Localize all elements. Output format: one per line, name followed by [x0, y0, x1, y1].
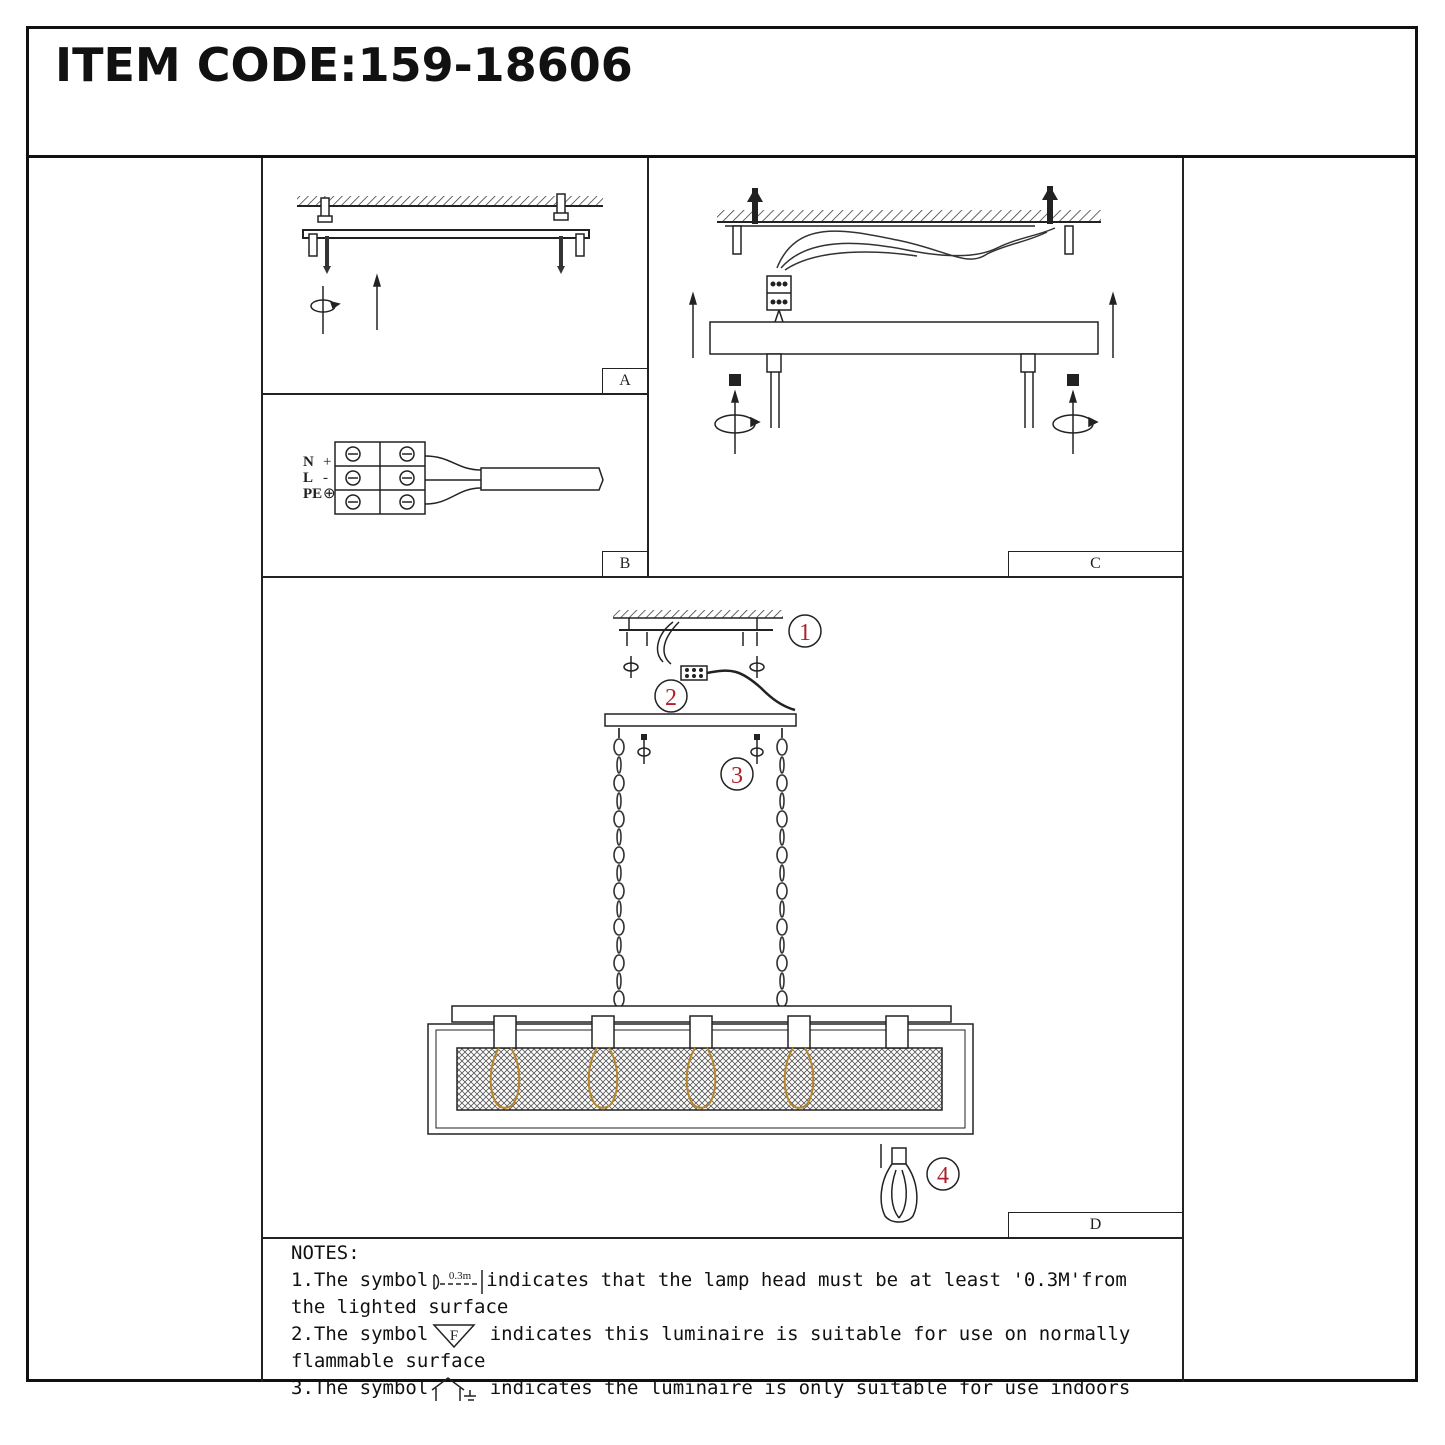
- note-2-suffix: indicates this luminaire is suitable for…: [478, 1323, 1131, 1345]
- terminal-label-n: N: [303, 454, 314, 470]
- step-3-number: 3: [731, 763, 743, 789]
- panel-c-label: C: [1090, 555, 1101, 572]
- item-code-title: ITEM CODE:159-18606: [55, 38, 633, 92]
- step-4-number: 4: [937, 1163, 949, 1189]
- grid-line-left: [261, 158, 263, 1382]
- header-bar: [26, 26, 1418, 158]
- chain-link: [613, 774, 625, 792]
- note-1: 1.The symbol 0.3m indicates that the lam…: [291, 1267, 1181, 1294]
- step-1-number: 1: [799, 620, 811, 646]
- chain-link: [776, 846, 788, 864]
- chain-link: [776, 918, 788, 936]
- panel-a-drawing: [297, 193, 603, 334]
- chain-link: [776, 882, 788, 900]
- panel-a-label: A: [619, 372, 631, 389]
- flammable-surface-f-icon: F: [432, 1323, 476, 1348]
- panel-b-label: B: [619, 555, 631, 572]
- step-2-number: 2: [665, 685, 677, 711]
- chain-link: [616, 900, 622, 918]
- chain-link: [613, 918, 625, 936]
- flammable-symbol-text: F: [450, 1328, 458, 1344]
- panel-b-drawing: N L PE + - ⊕: [303, 441, 604, 515]
- chain-link: [616, 756, 622, 774]
- terminal-symbol-n: +: [323, 454, 331, 470]
- chain-link: [776, 738, 788, 756]
- chain-link: [616, 792, 622, 810]
- chain-link: [779, 936, 785, 954]
- indoor-use-house-icon: [431, 1376, 477, 1401]
- distance-0-3m-icon: 0.3m: [433, 1269, 484, 1294]
- lamp-holder: [689, 1015, 713, 1049]
- chain-link: [779, 756, 785, 774]
- chain-link: [613, 882, 625, 900]
- lamp-holder: [591, 1015, 615, 1049]
- chain-link: [776, 810, 788, 828]
- grid-line-ab: [261, 393, 647, 395]
- grid-line-mid: [647, 158, 649, 578]
- chain-link: [613, 738, 625, 756]
- chain-link: [616, 864, 622, 882]
- chain-link: [779, 972, 785, 990]
- note-1-suffix: indicates that the lamp head must be at …: [486, 1269, 1127, 1291]
- sheet-frame: [26, 26, 1418, 1382]
- lamp-holder: [493, 1015, 517, 1049]
- panel-d-label-box: [1008, 1212, 1183, 1238]
- note-2: 2.The symbol F indicates this luminaire …: [291, 1321, 1181, 1348]
- note-3-prefix: 3.The symbol: [291, 1377, 429, 1399]
- note-1-prefix: 1.The symbol: [291, 1269, 429, 1291]
- lamp-holder: [885, 1015, 909, 1049]
- chain-link: [613, 954, 625, 972]
- bulb: [685, 1047, 717, 1109]
- note-1-continued: the lighted surface: [291, 1296, 509, 1318]
- grid-line-right: [1182, 158, 1184, 1382]
- notes-section: NOTES: 1.The symbol 0.3m indicates that …: [291, 1240, 1181, 1402]
- panel-b-label-box: [602, 551, 648, 577]
- panel-d-drawing: 1 2 3 4: [427, 610, 974, 1223]
- terminal-symbol-l: -: [323, 470, 328, 486]
- chain-link: [616, 972, 622, 990]
- chain-link: [779, 792, 785, 810]
- note-2-prefix: 2.The symbol: [291, 1323, 429, 1345]
- lamp-holder: [787, 1015, 811, 1049]
- note-3: 3.The symbol indicates the luminaire is …: [291, 1375, 1181, 1402]
- chain-link: [779, 864, 785, 882]
- note-2-continued: flammable surface: [291, 1350, 486, 1372]
- chain-link: [776, 954, 788, 972]
- chain-link: [776, 774, 788, 792]
- terminal-label-pe: PE: [303, 486, 322, 502]
- grid-line-top-d: [261, 576, 1184, 578]
- chain-link: [776, 990, 788, 1008]
- chain-link: [616, 828, 622, 846]
- notes-title: NOTES:: [291, 1242, 360, 1264]
- bulb: [587, 1047, 619, 1109]
- chain-link: [613, 846, 625, 864]
- bulb: [783, 1047, 815, 1109]
- chain-link: [613, 810, 625, 828]
- panel-c-label-box: [1008, 551, 1183, 577]
- panel-c-drawing: [688, 186, 1118, 454]
- terminal-symbol-pe: ⊕: [323, 486, 336, 502]
- chain-link: [779, 828, 785, 846]
- bulb: [489, 1047, 521, 1109]
- panel-d-label: D: [1089, 1216, 1102, 1233]
- chain-link: [779, 900, 785, 918]
- grid-line-bottom-d: [261, 1237, 1184, 1239]
- panel-a-label-box: [602, 368, 648, 394]
- chain-link: [613, 990, 625, 1008]
- terminal-label-l: L: [303, 470, 313, 486]
- chain-link: [616, 936, 622, 954]
- note-3-suffix: indicates the luminaire is only suitable…: [478, 1377, 1131, 1399]
- distance-symbol-text: 0.3m: [449, 1270, 472, 1282]
